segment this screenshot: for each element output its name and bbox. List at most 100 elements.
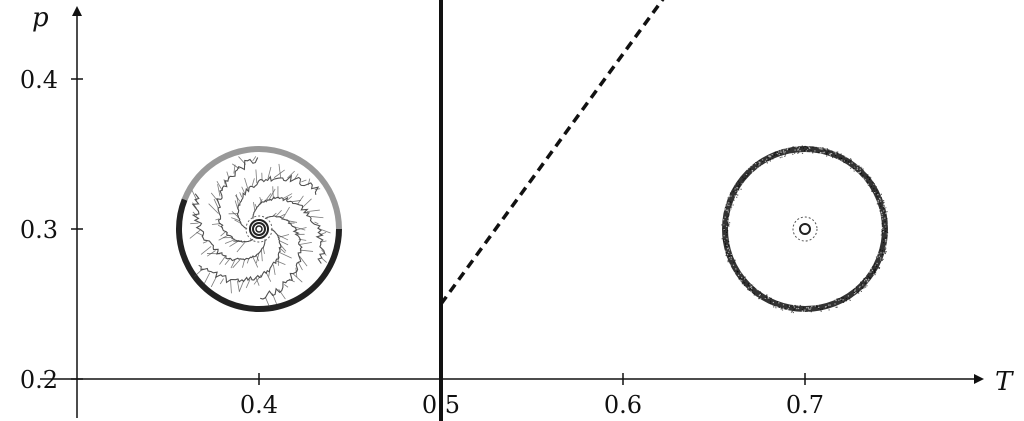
ring-speckle [884,203,886,205]
ring-speckle [878,253,880,255]
ring-speckle [877,267,880,269]
ring-speckle [727,209,729,211]
ring-speckle [885,245,887,247]
ring-speckle [820,309,822,311]
spiral-spike [314,221,319,225]
ring-speckle [854,286,856,289]
ring-speckle [804,313,806,315]
x-tick-label: 0.7 [786,391,824,419]
ring-speckle [876,189,878,191]
ring-speckle [732,191,734,193]
ring-speckle [866,284,869,286]
ring-speckle [728,195,730,197]
ring-speckle [853,289,855,291]
ring-speckle [780,151,782,153]
spiral-spike [217,184,221,197]
ring-speckle [837,158,839,160]
spiral-spike [200,246,212,255]
spiral-spike [264,193,272,202]
spiral-spike [253,201,256,211]
ring-speckle [724,252,726,254]
ring-speckle [880,200,882,202]
spiral-spike [255,169,258,184]
spiral-spike [299,249,314,252]
ring-speckle [742,185,744,187]
ring-speckle [884,250,886,252]
spiral-spike [278,234,290,238]
ring-speckle [878,267,881,269]
ring-speckle [841,159,843,161]
ring-speckle [838,299,840,301]
ring-speckle [878,254,880,256]
ring-speckle [737,194,739,196]
ring-speckle [880,252,882,254]
ring-speckle [860,166,862,168]
ring-speckle [807,148,809,150]
ring-speckle [745,180,747,182]
ring-speckle [881,233,883,235]
ring-speckle [844,160,846,162]
spiral-spike [191,190,198,201]
ring-speckle [731,208,733,210]
spiral-spike [210,275,217,288]
ring-speckle [757,167,759,169]
ring-speckle [859,168,861,170]
ring-speckle [764,160,767,162]
ring-speckle [724,204,726,207]
spiral-spike [275,209,282,217]
ring-speckle [877,256,879,258]
spiral-spike [267,166,272,179]
ring-speckle [881,259,883,261]
spiral-spike [220,231,226,237]
spiral-spike [302,198,312,208]
ring-speckle [887,232,889,234]
ring-speckle [817,304,819,306]
ring-speckle [798,146,800,148]
ring-speckle [755,162,757,164]
ring-speckle [765,296,767,298]
ring-speckle [769,155,771,157]
ring-speckle [841,299,843,302]
ring-speckle [807,307,809,309]
ring-speckle [725,239,727,241]
spiral-spike [292,273,303,283]
ring-speckle [845,156,847,158]
ring-speckle [769,297,771,299]
ring-speckle [769,300,772,302]
ring-speckle [748,289,750,291]
spiral-spike [319,232,327,236]
ring-speckle [864,280,866,282]
ring-speckle [776,152,778,155]
ring-speckle [762,160,764,162]
ring-speckle [764,298,766,300]
ring-speckle [723,227,725,229]
ring-speckle [782,307,785,309]
ring-speckle [885,254,887,256]
ring-speckle [750,284,752,286]
ring-speckle [770,297,772,299]
ring-speckle [738,185,740,187]
spiral-spike [255,254,260,262]
ring-speckle [809,147,811,149]
spiral-spike [253,274,262,285]
ring-speckle [884,248,887,250]
ring-speckle [738,278,740,280]
spiral-spike [236,280,240,292]
spiral-spike [306,209,320,212]
spiral-spike [192,202,197,209]
ring-speckle [787,305,789,307]
ring-speckle [867,181,869,183]
spiral-spike [268,188,276,200]
ring-speckle [724,230,726,232]
ring-speckle [881,227,884,229]
ring-speckle [860,292,862,294]
ring-speckle [770,304,772,306]
ring-speckle [804,309,806,311]
ring-speckle [855,292,857,294]
inset-ring-dark [176,198,342,312]
inset-left [176,146,342,312]
ring-speckle [794,304,796,307]
ring-speckle [758,298,760,300]
ring-speckle [820,310,822,312]
ring-speckle [869,178,871,180]
